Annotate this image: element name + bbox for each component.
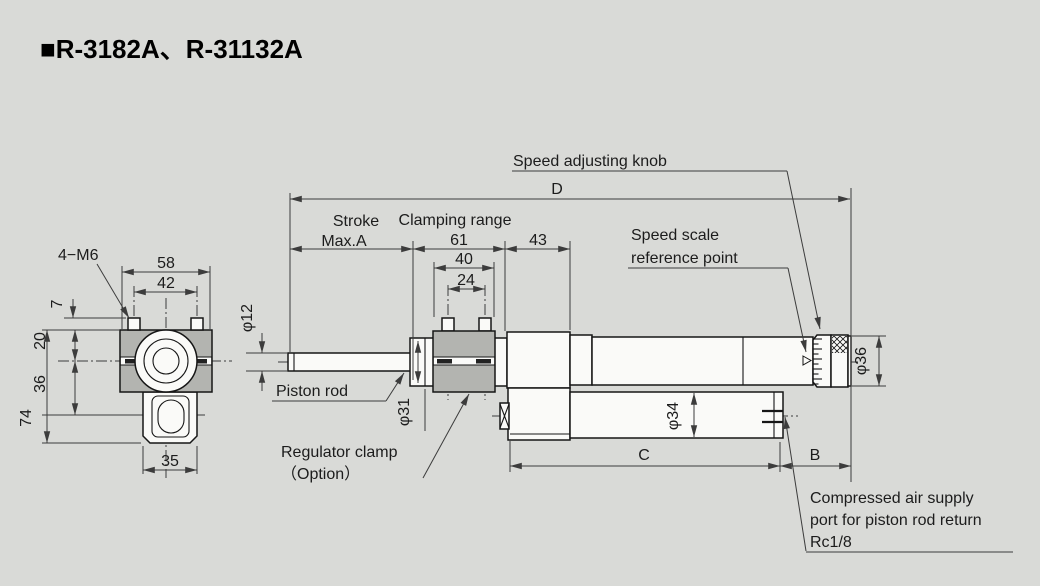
callout-speed-adjusting-knob: Speed adjusting knob xyxy=(512,153,821,330)
leader-line xyxy=(385,372,405,402)
side-view: D Stroke Max.A Clamping range 61 43 40 2… xyxy=(239,153,1013,553)
dim-42: 42 xyxy=(157,275,175,292)
clamp-side-dash-left xyxy=(437,359,452,364)
dim-24: 24 xyxy=(457,272,475,289)
dim-74: 74 xyxy=(18,409,35,427)
body-tube xyxy=(591,336,814,386)
label-clamping-range: Clamping range xyxy=(399,212,512,229)
label-air-supply-3: Rc1/8 xyxy=(810,534,852,551)
dim-phi31: φ31 xyxy=(396,398,413,426)
dim-58: 58 xyxy=(157,255,175,272)
clamp-bolt-right xyxy=(190,317,204,331)
callout-regulator-clamp: Regulator clamp （Option） xyxy=(281,393,470,483)
label-piston-rod: Piston rod xyxy=(276,383,348,400)
callout-piston-rod: Piston rod xyxy=(272,372,405,402)
speed-scale-ticks xyxy=(813,338,822,385)
label-air-supply-2: port for piston rod return xyxy=(810,512,982,529)
dim-d: D xyxy=(551,181,563,198)
cylinder-mount-block xyxy=(507,387,571,441)
clamp-bore-inner xyxy=(152,347,180,375)
label-stroke: Stroke xyxy=(333,213,379,230)
label-regulator-clamp-2: （Option） xyxy=(281,465,360,483)
dim-61: 61 xyxy=(450,232,468,249)
clamp-bolt-left xyxy=(127,317,141,331)
knurl-texture xyxy=(832,336,847,353)
clamp-bore-middle xyxy=(143,338,189,384)
dim-20: 20 xyxy=(32,332,49,350)
clamp-split-dash-right xyxy=(193,359,207,364)
dim-phi34: φ34 xyxy=(665,402,682,430)
callout-air-supply-port: Compressed air supply port for piston ro… xyxy=(783,416,1013,553)
mount-hole-outer xyxy=(151,395,190,438)
body-collar xyxy=(569,334,593,386)
dim-phi12: φ12 xyxy=(239,304,256,332)
leader-line xyxy=(422,393,470,479)
clamp-bolt-side-right xyxy=(478,317,492,332)
dim-b: B xyxy=(810,447,821,464)
clamp-bolt-side-left xyxy=(441,317,455,332)
clamp-split-dash-left xyxy=(125,359,139,364)
piston-rod xyxy=(287,352,413,372)
label-regulator-clamp-1: Regulator clamp xyxy=(281,444,398,461)
leader-line xyxy=(787,267,807,353)
front-view: 58 42 7 20 36 74 35 4−M6 xyxy=(18,247,232,478)
leader-line xyxy=(786,170,821,330)
mount-hole-slot xyxy=(157,399,185,434)
leader-4-m6 xyxy=(96,263,130,319)
dim-43: 43 xyxy=(529,232,547,249)
dim-36: 36 xyxy=(32,375,49,393)
page-title: ■R-3182A、R-31132A xyxy=(40,34,303,64)
head-block xyxy=(506,331,571,389)
label-speed-adjusting-knob: Speed adjusting knob xyxy=(513,153,667,170)
label-speed-scale-2: reference point xyxy=(631,250,738,267)
callout-speed-scale-reference: Speed scale reference point xyxy=(628,227,807,353)
label-air-supply-1: Compressed air supply xyxy=(810,490,974,507)
clamp-side-dash-right xyxy=(476,359,491,364)
speed-scale-reference-marker xyxy=(802,355,813,366)
air-cylinder-tube xyxy=(569,391,784,439)
dim-c: C xyxy=(638,447,650,464)
dim-4-m6: 4−M6 xyxy=(58,247,99,264)
label-max-a: Max.A xyxy=(321,233,367,250)
clamp-side-split-gap xyxy=(434,357,494,365)
label-speed-scale-1: Speed scale xyxy=(631,227,719,244)
dim-40: 40 xyxy=(455,251,473,268)
front-port-fitting xyxy=(499,402,510,430)
leader-line xyxy=(783,416,807,552)
dim-7: 7 xyxy=(49,299,66,308)
dim-phi36: φ36 xyxy=(853,347,870,375)
dim-35: 35 xyxy=(161,453,179,470)
